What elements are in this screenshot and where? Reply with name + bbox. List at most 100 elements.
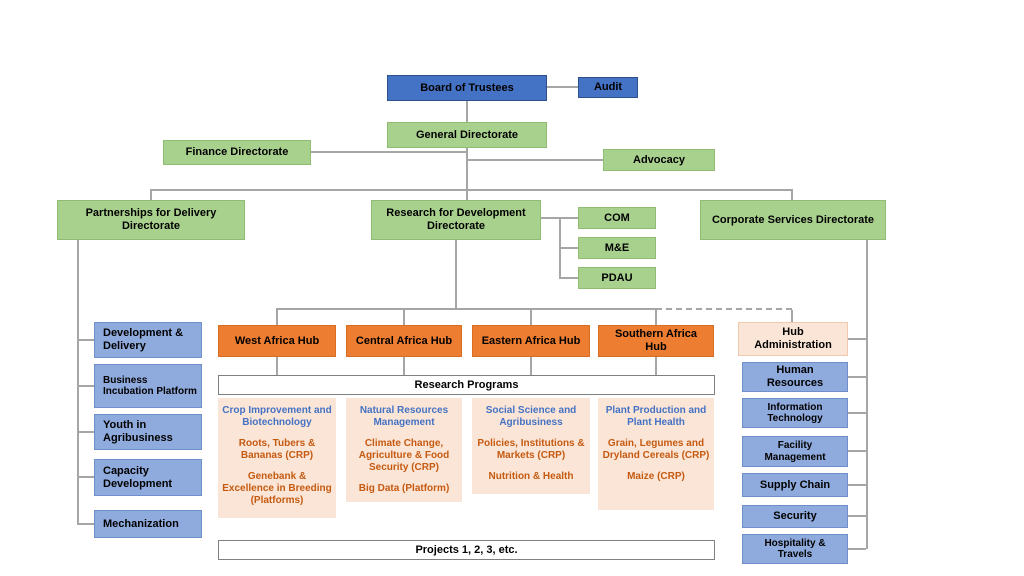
audit-label: Audit	[593, 81, 623, 94]
connector-stub-it	[848, 412, 866, 414]
program-column-natural-resources: Natural Resources Management Climate Cha…	[346, 398, 462, 502]
program-item: Nutrition & Health	[488, 471, 574, 482]
connector-stub-capacity	[77, 476, 94, 478]
connector-west-rp	[276, 357, 278, 375]
connector-level2	[150, 189, 792, 191]
projects-label: Projects 1, 2, 3, etc.	[415, 543, 518, 556]
board-of-trustees-box: Board of Trustees	[387, 75, 547, 101]
hub-administration-label: Hub Administration	[754, 326, 832, 351]
com-box: COM	[578, 207, 656, 229]
audit-box: Audit	[578, 77, 638, 98]
business-incubation-label: Business Incubation Platform	[103, 374, 197, 398]
connector-bot-gd	[466, 101, 468, 122]
general-directorate-box: General Directorate	[387, 122, 547, 148]
connector-partnerships-down	[77, 240, 79, 525]
program-item: Genebank & Excellence in Breeding (Platf…	[222, 471, 332, 506]
finance-directorate-label: Finance Directorate	[185, 146, 289, 159]
human-resources-label: Human Resources	[766, 364, 824, 389]
connector-advocacy	[467, 159, 603, 161]
connector-drop-research	[466, 189, 468, 201]
information-technology-box: Information Technology	[742, 398, 848, 428]
general-directorate-label: General Directorate	[415, 128, 519, 141]
program-item: Maize (CRP)	[627, 471, 685, 482]
connector-bot-audit	[547, 86, 578, 88]
west-africa-hub-box: West Africa Hub	[218, 325, 336, 357]
connector-drop-west	[276, 308, 278, 325]
connector-pdau-stub	[559, 277, 578, 279]
connector-corporate-down	[866, 240, 868, 549]
eastern-africa-hub-box: Eastern Africa Hub	[472, 325, 590, 357]
connector-dashed-hubadmin	[656, 308, 792, 310]
program-column-social-science: Social Science and Agribusiness Policies…	[472, 398, 590, 494]
me-box: M&E	[578, 237, 656, 259]
advocacy-label: Advocacy	[633, 153, 685, 166]
connector-central-rp	[403, 357, 405, 375]
connector-stub-youth	[77, 431, 94, 433]
youth-agribusiness-label: Youth in Agribusiness	[103, 419, 173, 444]
program-item: Grain, Legumes and Dryland Cereals (CRP)	[602, 438, 710, 461]
connector-gd-down	[466, 148, 468, 190]
eastern-africa-hub-label: Eastern Africa Hub	[481, 334, 581, 347]
connector-stub-mechanization	[77, 523, 94, 525]
connector-finance	[311, 151, 467, 153]
advocacy-box: Advocacy	[603, 149, 715, 171]
facility-management-box: Facility Management	[742, 436, 848, 467]
central-africa-hub-box: Central Africa Hub	[346, 325, 462, 357]
connector-me-stub	[559, 247, 578, 249]
connector-dashed-hubadmin-drop	[791, 310, 793, 322]
board-of-trustees-label: Board of Trustees	[420, 81, 514, 94]
capacity-development-label: Capacity Development	[103, 464, 173, 490]
pdau-box: PDAU	[578, 267, 656, 289]
mechanization-box: Mechanization	[94, 510, 202, 538]
mechanization-label: Mechanization	[103, 517, 179, 530]
connector-hubs-horizontal	[276, 308, 656, 310]
security-box: Security	[742, 505, 848, 528]
partnerships-directorate-box: Partnerships for Delivery Directorate	[57, 200, 245, 240]
connector-drop-partnerships	[150, 189, 152, 201]
connector-drop-corporate	[791, 189, 793, 201]
program-item: Climate Change, Agriculture & Food Secur…	[358, 438, 450, 473]
connector-stub-hospitality	[848, 548, 866, 550]
connector-stub-security	[848, 515, 866, 517]
research-programs-label: Research Programs	[414, 378, 519, 391]
program-title: Natural Resources Management	[359, 405, 449, 428]
southern-africa-hub-label: Southern Africa Hub	[614, 328, 698, 353]
southern-africa-hub-box: Southern Africa Hub	[598, 325, 714, 357]
business-incubation-box: Business Incubation Platform	[94, 364, 202, 408]
development-delivery-label: Development & Delivery	[103, 327, 184, 352]
connector-stub-hr	[848, 376, 866, 378]
program-title: Crop Improvement and Biotechnology	[222, 405, 332, 428]
human-resources-box: Human Resources	[742, 362, 848, 392]
finance-directorate-box: Finance Directorate	[163, 140, 311, 165]
me-label: M&E	[604, 241, 630, 254]
connector-stub-facility	[848, 450, 866, 452]
connector-drop-eastern	[530, 308, 532, 325]
connector-stub-supply	[848, 484, 866, 486]
program-item: Roots, Tubers & Bananas (CRP)	[238, 438, 316, 461]
youth-agribusiness-box: Youth in Agribusiness	[94, 414, 202, 450]
research-directorate-box: Research for Development Directorate	[371, 200, 541, 240]
research-programs-bar: Research Programs	[218, 375, 715, 395]
development-delivery-box: Development & Delivery	[94, 322, 202, 358]
central-africa-hub-label: Central Africa Hub	[355, 334, 453, 347]
supply-chain-label: Supply Chain	[759, 478, 831, 491]
corporate-directorate-label: Corporate Services Directorate	[711, 213, 874, 226]
information-technology-label: Information Technology	[767, 401, 823, 425]
program-item: Big Data (Platform)	[358, 483, 450, 494]
security-label: Security	[773, 510, 817, 523]
program-column-crop-improvement: Crop Improvement and Biotechnology Roots…	[218, 398, 336, 518]
program-title: Plant Production and Plant Health	[605, 405, 707, 428]
connector-stub-hubadmin	[848, 338, 866, 340]
connector-eastern-rp	[530, 357, 532, 375]
west-africa-hub-label: West Africa Hub	[234, 334, 320, 347]
connector-stub-devdelivery	[77, 339, 94, 341]
hospitality-travels-label: Hospitality & Travels	[764, 537, 826, 561]
hub-administration-box: Hub Administration	[738, 322, 848, 356]
com-label: COM	[604, 211, 630, 224]
program-column-plant-production: Plant Production and Plant Health Grain,…	[598, 398, 714, 510]
projects-bar: Projects 1, 2, 3, etc.	[218, 540, 715, 560]
connector-drop-southern	[655, 308, 657, 325]
corporate-directorate-box: Corporate Services Directorate	[700, 200, 886, 240]
connector-stub-incubation	[77, 385, 94, 387]
